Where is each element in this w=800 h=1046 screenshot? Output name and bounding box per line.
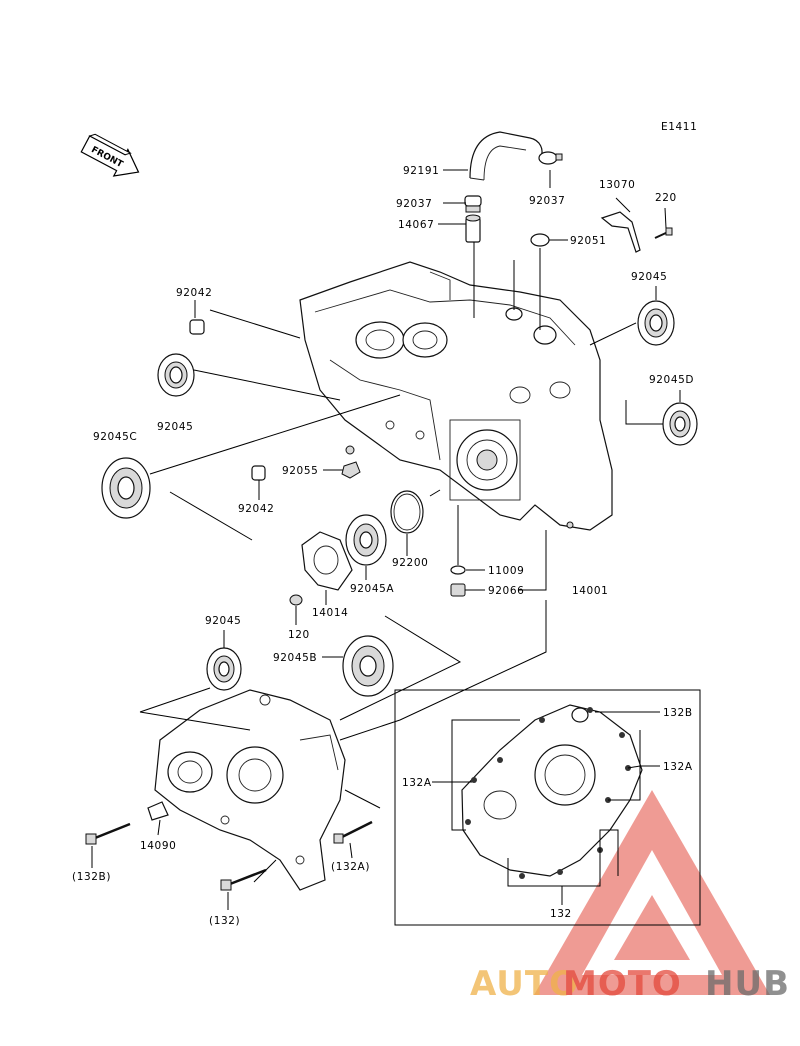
label-92045-top-right: 92045 [631,271,667,283]
label-14014: 14014 [312,607,348,619]
breather-fitting-14067 [465,214,481,243]
label-92037-left: 92037 [396,198,432,210]
screw-120 [289,594,303,606]
bearing-92045-lower [206,647,242,691]
label-92051: 92051 [570,235,606,247]
label-14067: 14067 [398,219,434,231]
label-132-paren: (132) [209,915,240,927]
label-92055: 92055 [282,465,318,477]
label-92066: 92066 [488,585,524,597]
oring-92200 [390,490,424,534]
label-13070: 13070 [599,179,635,191]
wordmark-hub: HUB [705,964,790,1004]
bolt-location-inset-box [394,689,701,926]
bolt-220 [654,227,673,239]
bracket-13070 [600,211,641,253]
automotohub-wordmark: AUTO MOTO HUB [470,964,790,1004]
label-92037-right: 92037 [529,195,565,207]
bolt-132B [85,822,131,845]
lower-crankcase [154,689,346,891]
bearing-92045-left [157,353,195,397]
label-92045D: 92045D [649,374,694,386]
bearing-92045A [345,514,387,566]
label-132A-left: 132A [402,777,432,789]
label-120: 120 [288,629,310,641]
bearing-92045-right-top [637,300,675,346]
label-92200: 92200 [392,557,428,569]
label-92045-left: 92045 [157,421,193,433]
plate-14014 [301,531,353,591]
label-132A-right: 132A [663,761,693,773]
label-132B-paren: (132B) [72,871,111,883]
dowel-pin-92042-upper [189,319,205,335]
drain-plug-92066 [450,583,466,597]
label-220: 220 [655,192,677,204]
front-arrow-icon: FRONT [80,133,140,177]
inset-crankcase [461,704,643,879]
label-14090: 14090 [140,840,176,852]
automotohub-watermark-logo [534,790,770,995]
bracket-14090 [147,801,169,821]
breather-hose [469,131,543,181]
bearing-92045D [662,402,698,446]
wordmark-auto: AUTO [470,964,579,1004]
bearing-92045B [342,635,394,697]
label-92042-lower: 92042 [238,503,274,515]
label-92045B: 92045B [273,652,317,664]
washer-11009 [450,565,466,575]
bearing-92045C [101,457,151,519]
label-14001: 14001 [572,585,608,597]
upper-crankcase [299,261,613,531]
hose-clamp-left [464,195,482,213]
label-92191: 92191 [403,165,439,177]
label-132A-paren: (132A) [331,861,370,873]
hose-clamp-right [538,151,563,165]
label-92045C: 92045C [93,431,137,443]
oring-92051 [530,233,550,247]
label-132B: 132B [663,707,693,719]
dowel-pin-92042-lower [251,465,266,481]
leader-lines [91,169,681,910]
oil-jet-92055 [341,461,361,479]
label-132: 132 [550,908,572,920]
bolt-132A [333,820,373,844]
wordmark-moto: MOTO [563,964,682,1004]
label-11009: 11009 [488,565,524,577]
label-92045-lower: 92045 [205,615,241,627]
part-labels: E1411 92191 92037 92037 13070 220 14067 … [72,121,697,927]
diagram-code: E1411 [661,121,697,133]
bolt-132 [220,868,267,891]
label-92045A: 92045A [350,583,394,595]
label-92042-upper: 92042 [176,287,212,299]
